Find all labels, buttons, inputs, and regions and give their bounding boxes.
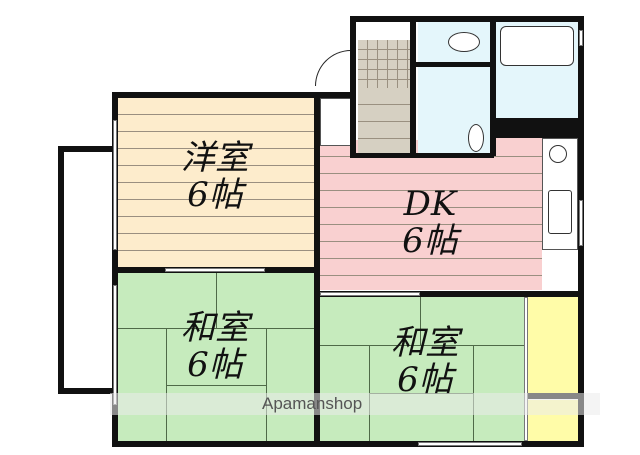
entrance-top (358, 22, 410, 40)
sliding-door-western-japanese (165, 268, 265, 272)
tatami-line (420, 297, 421, 345)
bathtub-icon (500, 26, 574, 66)
wash-basin-icon (468, 124, 484, 152)
watermark-band (110, 393, 600, 415)
japanese-room-1-label: 和室 6帖 (140, 310, 290, 383)
wall-toilet-bottom (410, 62, 494, 67)
window-east-dk (579, 200, 583, 246)
wall-bath-divider (490, 16, 496, 156)
dk-size: 6帖 (402, 220, 458, 261)
balcony-wall-top (58, 146, 116, 152)
wall-bath-bottom (490, 118, 584, 138)
window-west-western (113, 120, 117, 250)
tatami-line (166, 385, 266, 386)
western-room-size: 6帖 (187, 174, 243, 215)
japanese-room-2-name: 和室 (391, 323, 459, 363)
dk-room-upper (490, 138, 542, 148)
wall-wet-bottom (350, 153, 494, 158)
stove-icon (548, 190, 572, 234)
tatami-line (118, 328, 314, 329)
western-room-name: 洋室 (181, 138, 249, 178)
window-bottom-japanese-2 (418, 442, 522, 446)
sink-icon (549, 145, 567, 163)
tatami-line (320, 345, 524, 346)
entrance-door-icon (315, 50, 351, 86)
closet-door (524, 297, 528, 441)
wall-wet-divider (410, 16, 416, 156)
wall-top-wet (350, 16, 584, 22)
tatami-line (266, 328, 267, 442)
balcony-wall-bottom (58, 388, 116, 394)
entrance-step (358, 88, 410, 154)
wall-top-western (112, 92, 352, 98)
closet-upper (528, 297, 578, 393)
toilet-icon (448, 32, 480, 52)
tatami-line (216, 272, 217, 328)
western-room-label: 洋室 6帖 (140, 140, 290, 213)
japanese-room-2-label: 和室 6帖 (350, 325, 500, 398)
western-room (118, 98, 316, 268)
japanese-room-2 (320, 297, 524, 442)
window-bath (579, 30, 583, 46)
japanese-room-1-size: 6帖 (187, 344, 243, 385)
balcony-wall-left (58, 146, 64, 394)
dk-room (320, 140, 542, 290)
window-west-japanese (113, 285, 117, 405)
wall-dk-bottom (314, 291, 584, 297)
storage-small (320, 98, 352, 146)
wall-entrance-left (350, 16, 356, 156)
dk-label: DK 6帖 (370, 186, 490, 259)
japanese-room-2-size: 6帖 (397, 359, 453, 400)
watermark-text: Apamanshop (262, 394, 363, 413)
japanese-room-1-name: 和室 (181, 308, 249, 348)
entrance-tile (358, 40, 410, 92)
sliding-door-dk-japanese (320, 292, 420, 296)
dk-name: DK (403, 184, 457, 224)
wall-bottom (112, 441, 584, 447)
